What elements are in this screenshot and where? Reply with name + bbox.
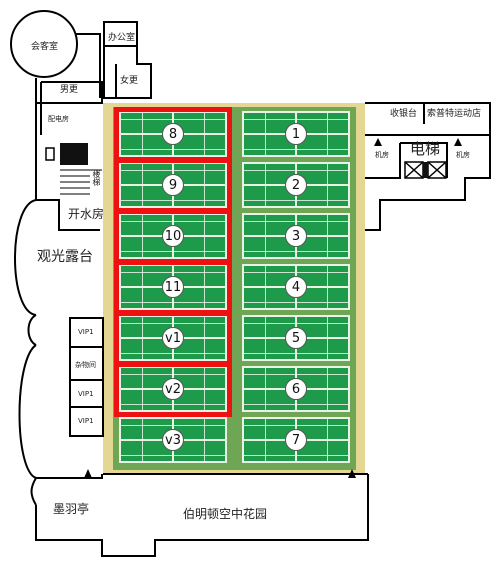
court-number-4: 4	[285, 276, 307, 298]
cashier-label: 收银台	[390, 109, 418, 119]
meeting-room-label: 会客室	[31, 42, 59, 52]
door-marks	[84, 138, 462, 478]
stair-label: 楼梯	[92, 170, 101, 186]
machine-room-right-label: 机房	[456, 151, 470, 159]
female-changing-label: 女更	[120, 76, 139, 86]
court-number-9: 9	[162, 174, 184, 196]
court-number-7: 7	[285, 429, 307, 451]
court-6[interactable]	[242, 366, 350, 412]
meeting-room-outline	[10, 10, 78, 78]
court-number-v1: v1	[162, 327, 184, 349]
court-number-10: 10	[162, 225, 184, 247]
boiling-water-room-label: 开水房	[68, 207, 105, 221]
court-number-v2: v2	[162, 378, 184, 400]
pavilion-label: 墨羽亭	[53, 502, 90, 516]
vip1-room-c-label: VIP1	[78, 417, 94, 425]
court-number-1: 1	[285, 123, 307, 145]
court-number-2: 2	[285, 174, 307, 196]
court-number-6: 6	[285, 378, 307, 400]
storage-room-label: 杂物间	[75, 361, 96, 369]
elevator-shafts	[404, 161, 447, 179]
court-number-3: 3	[285, 225, 307, 247]
vip1-room-b-label: VIP1	[78, 390, 94, 398]
court-number-8: 8	[162, 123, 184, 145]
garden-label: 伯明顿空中花园	[183, 507, 268, 521]
machine-room-left-label: 机房	[375, 151, 389, 159]
power-room-label: 配电房	[48, 115, 69, 123]
sports-shop-label: 索普特运动店	[427, 109, 482, 119]
power-box	[45, 147, 55, 161]
stairs	[60, 169, 102, 195]
court-number-5: 5	[285, 327, 307, 349]
terrace-label: 观光露台	[37, 249, 93, 265]
vip1-room-a-label: VIP1	[78, 328, 94, 336]
power-equipment	[60, 143, 88, 165]
male-changing-label: 男更	[60, 85, 79, 95]
office-label: 办公室	[108, 33, 136, 43]
court-number-11: 11	[162, 276, 184, 298]
elevator-label: 电梯	[410, 140, 441, 158]
hall-divider	[230, 107, 239, 470]
elevator-core	[423, 162, 428, 178]
outer-walls	[14, 21, 491, 557]
court-number-v3: v3	[162, 429, 184, 451]
